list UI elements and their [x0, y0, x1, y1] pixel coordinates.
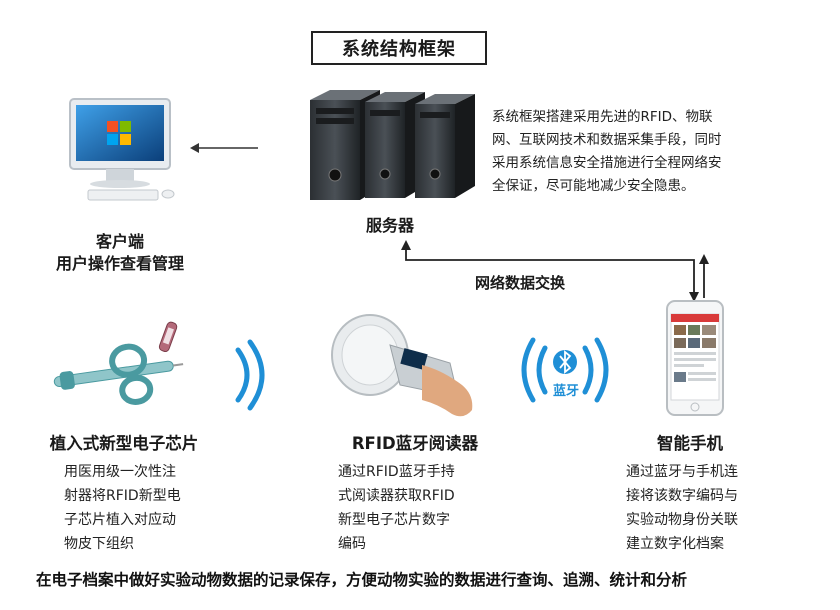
- syringe-icon: [53, 321, 184, 405]
- system-description: 系统框架搭建采用先进的RFID、物联 网、互联网技术和数据采集手段，同时 采用系…: [492, 106, 792, 198]
- client-label: 客户端: [95, 232, 144, 251]
- description-line: 网、互联网技术和数据采集手段，同时: [492, 132, 722, 148]
- chip-label: 植入式新型电子芯片: [49, 434, 199, 453]
- chip-desc-line: 用医用级一次性注: [64, 464, 176, 480]
- phone-desc-line: 建立数字化档案: [626, 536, 724, 552]
- description-line: 系统框架搭建采用先进的RFID、物联: [492, 109, 713, 125]
- chip-desc-line: 物皮下组织: [64, 536, 134, 552]
- smartphone-icon: [666, 300, 724, 416]
- chip-desc-line: 子芯片植入对应动: [64, 512, 176, 528]
- rfid-reader-icon: [331, 314, 473, 417]
- phone-desc-line: 接将该数字编码与: [626, 488, 738, 504]
- client-sublabel: 用户操作查看管理: [55, 254, 184, 273]
- arrow-to-client: [190, 143, 258, 153]
- desktop-computer-icon: [69, 98, 175, 201]
- description-line: 采用系统信息安全措施进行全程网络安: [492, 155, 722, 171]
- bluetooth-icon: [521, 337, 609, 403]
- reader-desc-line: 通过RFID蓝牙手持: [338, 464, 455, 480]
- bluetooth-label: 蓝牙: [552, 384, 579, 399]
- diagram-title: 系统结构框架: [311, 31, 487, 65]
- reader-description: 通过RFID蓝牙手持 式阅读器获取RFID 新型电子芯片数字 编码: [338, 460, 498, 556]
- phone-desc-line: 通过蓝牙与手机连: [626, 464, 738, 480]
- network-exchange-arrows: [401, 240, 709, 302]
- phone-label: 智能手机: [657, 434, 723, 453]
- footer-summary: 在电子档案中做好实验动物数据的记录保存，方便动物实验的数据进行查询、追溯、统计和…: [36, 571, 688, 589]
- reader-label: RFID蓝牙阅读器: [351, 434, 479, 453]
- reader-desc-line: 式阅读器获取RFID: [338, 488, 455, 504]
- chip-desc-line: 射器将RFID新型电: [64, 488, 181, 504]
- reader-desc-line: 编码: [338, 536, 366, 552]
- phone-description: 通过蓝牙与手机连 接将该数字编码与 实验动物身份关联 建立数字化档案: [626, 460, 796, 556]
- wireless-signal-icon: [235, 339, 265, 411]
- reader-desc-line: 新型电子芯片数字: [338, 512, 450, 528]
- description-line: 全保证，尽可能地减少安全隐患。: [492, 178, 695, 194]
- phone-desc-line: 实验动物身份关联: [626, 512, 738, 528]
- server-label: 服务器: [365, 216, 414, 235]
- exchange-label: 网络数据交换: [474, 274, 565, 292]
- chip-description: 用医用级一次性注 射器将RFID新型电 子芯片植入对应动 物皮下组织: [64, 460, 224, 556]
- server-icon: [310, 90, 475, 200]
